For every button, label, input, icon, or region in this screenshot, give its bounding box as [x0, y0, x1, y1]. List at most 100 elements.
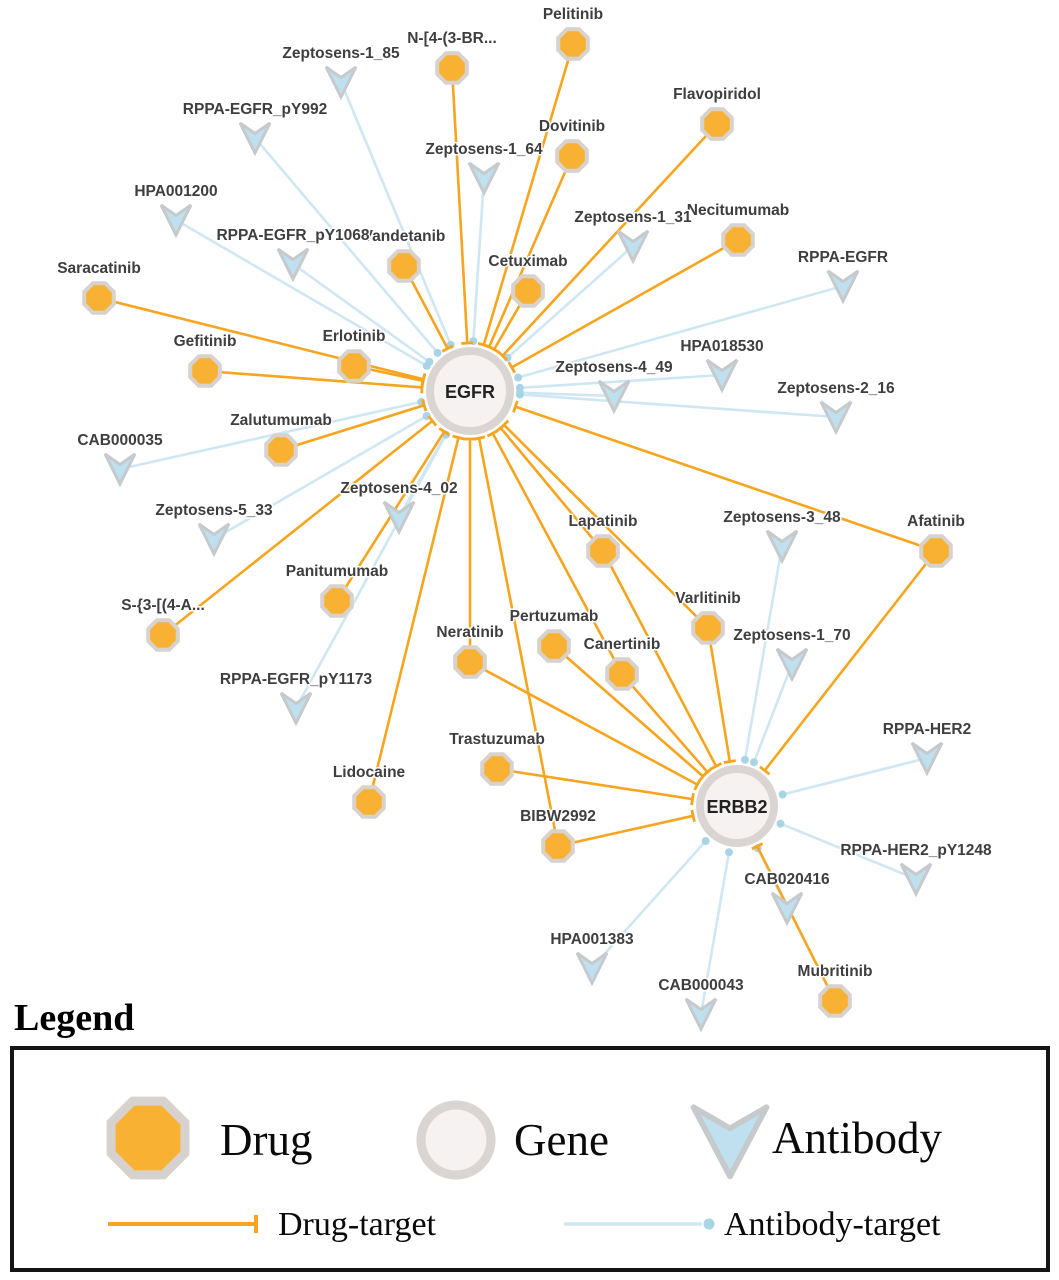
- edge-antibody-target: [591, 837, 710, 969]
- edge-antibody-target: [514, 284, 844, 382]
- drug-node-s3_4a: [146, 618, 180, 652]
- node-label: Saracatinib: [57, 260, 141, 277]
- edge-drug-target: [486, 429, 624, 675]
- node-label: Zeptosens-1_85: [282, 45, 400, 62]
- edge-drug-target: [483, 155, 574, 351]
- node-label: Neratinib: [436, 624, 503, 641]
- node-label: Varlitinib: [675, 590, 740, 607]
- node-label: Dovitinib: [539, 118, 605, 135]
- node-label: CAB000035: [77, 432, 163, 449]
- edge-drug-target: [367, 434, 465, 803]
- drug-node-afatinib: [919, 534, 953, 568]
- legend-drug-label: Drug: [220, 1115, 313, 1165]
- antibody-node-cab000043: [684, 997, 718, 1033]
- drug-node-neratinib: [453, 645, 487, 679]
- node-label: RPPA-HER2_pY1248: [840, 842, 992, 859]
- drug-node-lidocaine: [352, 785, 386, 819]
- node-label: RPPA-EGFR: [798, 249, 888, 266]
- node-label: RPPA-EGFR_pY1068: [216, 227, 369, 244]
- node-label: Zeptosens-4_49: [555, 359, 673, 376]
- gene-node-egfr: [426, 347, 514, 435]
- antibody-node-rppa_egfr_py1173: [279, 691, 313, 727]
- edge-antibody-target: [339, 81, 455, 349]
- node-label: CAB000043: [658, 977, 744, 994]
- node-label: Zeptosens-4_02: [340, 480, 457, 497]
- labels-layer: EGFRERBB2PelitinibN-[4-(3-BR...Dovitinib…: [56, 5, 994, 996]
- edge-drug-target: [751, 842, 837, 1002]
- edge-drug-target: [450, 67, 474, 345]
- edge-antibody-target: [778, 756, 928, 799]
- node-label: RPPA-EGFR_pY1173: [220, 671, 373, 688]
- drug-node-flavopiridol: [700, 107, 734, 141]
- antibody-target-edge-icon: [564, 1218, 715, 1230]
- edge-drug-target: [469, 660, 702, 791]
- edge-drug-target: [498, 419, 709, 629]
- node-label: Flavopiridol: [673, 86, 761, 103]
- node-label: Lapatinib: [569, 513, 638, 530]
- drug-node-erlotinib: [337, 349, 371, 383]
- node-label: BIBW2992: [520, 808, 596, 825]
- node-label: Mubritinib: [798, 963, 873, 980]
- antibody-node-cab000035: [103, 452, 137, 488]
- edge-antibody-target: [213, 412, 431, 541]
- drug-node-lapatinib: [586, 534, 620, 568]
- node-label: Zeptosens-1_70: [733, 627, 850, 644]
- node-label: RPPA-EGFR_pY992: [183, 101, 327, 118]
- drug-node-panitumumab: [320, 584, 354, 618]
- edge-antibody-target: [515, 390, 837, 419]
- node-label: Trastuzumab: [449, 731, 545, 748]
- edge-drug-target: [477, 43, 575, 349]
- drug-node-necitumumab: [721, 223, 755, 257]
- drug-node-icon: [106, 1096, 190, 1180]
- edge-antibody-target: [292, 262, 434, 366]
- node-label: Necitumumab: [687, 202, 790, 219]
- edge-drug-target: [496, 767, 695, 806]
- edges-layer: [98, 43, 938, 1015]
- antibody-node-icon: [690, 1104, 770, 1180]
- node-label: N-[4-(3-BR...: [407, 30, 497, 47]
- antibody-node-rppa_her2: [910, 741, 944, 777]
- edge-antibody-target: [699, 848, 733, 1015]
- antibody-node-rppa_her2_py1248: [899, 862, 933, 898]
- node-label: CAB020416: [744, 871, 830, 888]
- antibody-node-z4_49: [597, 379, 631, 415]
- gene-node-erbb2: [696, 765, 778, 847]
- antibody-node-hpa001200: [159, 203, 193, 239]
- edge-drug-target: [495, 422, 604, 552]
- drug-node-dovitinib: [555, 139, 589, 173]
- edge-drug-target: [204, 369, 424, 394]
- drug-node-varlitinib: [691, 611, 725, 645]
- legend-box: Drug Gene Antibody Drug-target Antibody-…: [10, 1046, 1050, 1272]
- antibody-node-cab020416: [770, 891, 804, 927]
- edge-antibody-target: [503, 245, 634, 362]
- edge-drug-target: [621, 673, 713, 778]
- node-label: Panitumumab: [286, 563, 388, 580]
- gene-label: ERBB2: [706, 797, 767, 817]
- antibody-node-rppa_egfr: [826, 269, 860, 305]
- antibody-node-rppa_egfr_py1068: [276, 247, 310, 283]
- edge-antibody-target: [741, 545, 784, 764]
- node-label: Cetuximab: [488, 253, 567, 270]
- antibody-node-hpa001383: [575, 951, 609, 987]
- edge-antibody-target: [776, 819, 917, 881]
- edge-drug-target: [280, 399, 428, 452]
- edge-antibody-target: [294, 430, 450, 709]
- antibody-node-z5_33: [197, 522, 231, 558]
- edge-antibody-target: [469, 177, 486, 346]
- drug-node-pertuzumab: [537, 629, 571, 663]
- antibody-node-rppa_egfr_py992: [238, 121, 272, 157]
- edge-antibody-target: [119, 397, 426, 471]
- nodes-layer: [82, 27, 953, 1033]
- node-label: Gefitinib: [174, 333, 237, 350]
- drug-node-canertinib: [605, 657, 639, 691]
- edge-drug-target: [601, 550, 723, 771]
- node-label: Afatinib: [907, 513, 965, 530]
- edge-drug-target: [557, 809, 696, 848]
- gene-node-icon: [416, 1100, 496, 1180]
- edge-drug-target: [759, 550, 938, 776]
- edge-drug-target: [497, 123, 718, 361]
- antibody-node-z1_70: [775, 647, 809, 683]
- edge-antibody-target: [515, 373, 723, 392]
- legend-title: Legend: [14, 997, 135, 1039]
